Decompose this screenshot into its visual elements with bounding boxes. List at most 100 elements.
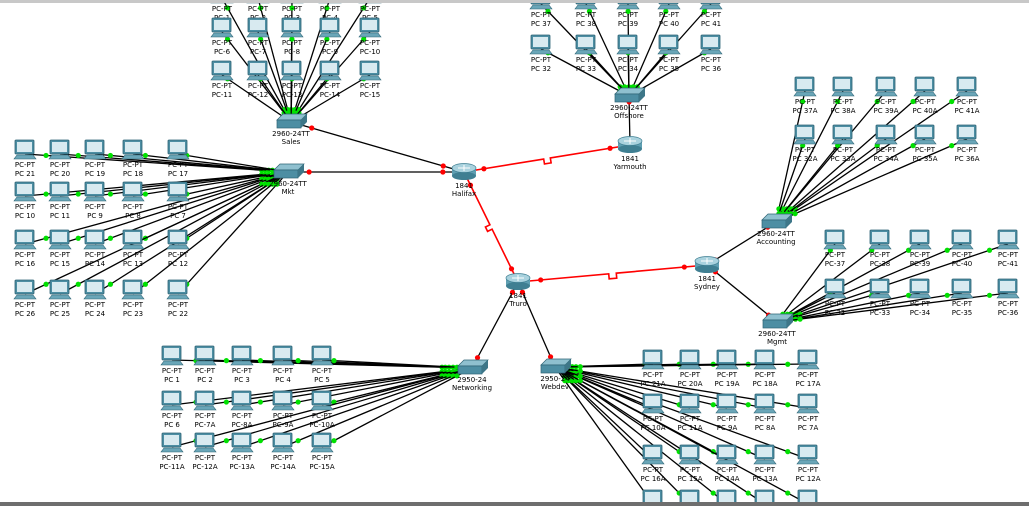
ethernet-link[interactable] — [132, 171, 289, 295]
ethernet-link[interactable] — [775, 138, 887, 223]
serial-link[interactable] — [463, 144, 631, 173]
pc-webdev[interactable] — [754, 489, 776, 506]
ethernet-link[interactable] — [775, 138, 968, 223]
ethernet-link[interactable] — [554, 366, 809, 505]
ethernet-link[interactable] — [706, 264, 778, 323]
ethernet-link[interactable] — [776, 243, 1009, 323]
ethernet-link[interactable] — [321, 367, 473, 448]
pc-webdev[interactable] — [679, 489, 701, 506]
ethernet-link[interactable] — [471, 281, 519, 369]
ethernet-link[interactable] — [775, 90, 926, 223]
ethernet-link[interactable] — [775, 90, 806, 223]
ethernet-link[interactable] — [290, 121, 465, 173]
serial-link[interactable] — [517, 264, 708, 283]
ethernet-link[interactable] — [517, 281, 556, 368]
ethernet-link[interactable] — [288, 169, 464, 175]
pc-webdev[interactable] — [642, 489, 664, 506]
